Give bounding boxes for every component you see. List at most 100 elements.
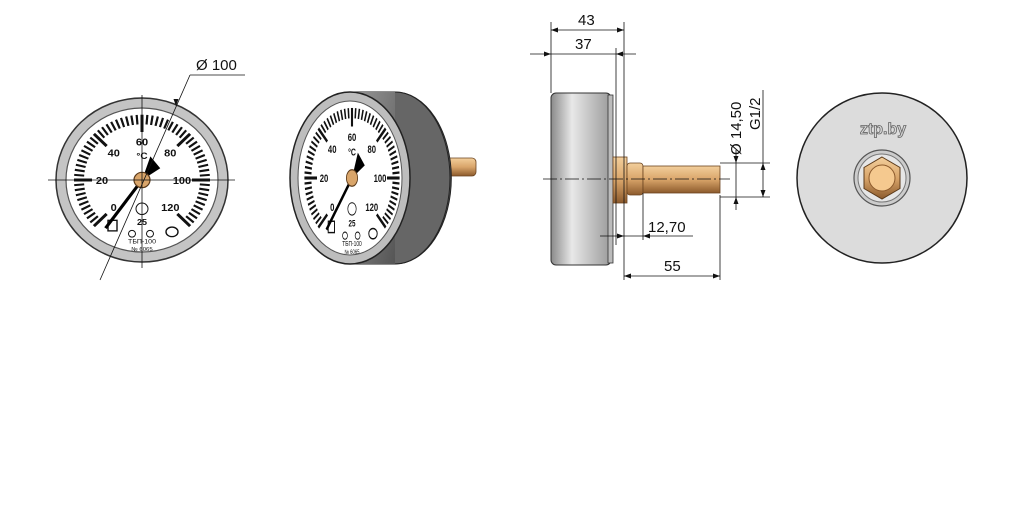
case-depth-label: 37 (575, 36, 592, 53)
minor-tick (309, 204, 317, 211)
accuracy-label: 25 (349, 218, 356, 229)
needle (325, 177, 353, 231)
minor-tick (193, 149, 204, 156)
minor-tick (390, 155, 398, 161)
scale-label: 120 (161, 202, 179, 214)
minor-tick (97, 129, 106, 139)
brand-label: ztp.by (860, 121, 906, 138)
minor-tick (74, 173, 85, 177)
minor-tick (360, 109, 364, 121)
minor-tick (363, 111, 368, 122)
minor-tick (195, 154, 206, 160)
minor-tick (171, 123, 179, 134)
major-tick (317, 213, 328, 229)
minor-tick (391, 165, 400, 170)
minor-tick (333, 112, 338, 124)
mark-icon (368, 227, 378, 240)
minor-tick (329, 115, 335, 126)
major-tick (176, 132, 192, 148)
major-tick (376, 213, 387, 229)
arrowhead (617, 27, 624, 33)
minor-tick (125, 116, 130, 127)
major-tick (317, 127, 328, 143)
scale-label: 0 (330, 202, 334, 215)
scale-label: 0 (111, 202, 117, 214)
arrowhead (173, 99, 179, 106)
minor-tick (386, 140, 393, 148)
minor-tick (119, 117, 126, 128)
minor-tick (75, 163, 86, 169)
certification-icon (347, 202, 357, 216)
minor-tick (320, 124, 327, 134)
minor-tick (105, 123, 113, 134)
minor-tick (315, 215, 322, 225)
minor-tick (76, 158, 88, 164)
minor-tick (188, 140, 198, 149)
side-view: 43 37 55 12,70 Ø 14,50 G1/2 (530, 12, 770, 280)
minor-tick (74, 187, 85, 192)
minor-tick (130, 115, 135, 126)
hex-nut (612, 156, 628, 204)
minor-tick (306, 195, 314, 201)
thread-length-label: 12,70 (648, 219, 686, 236)
mark-icon (128, 229, 136, 238)
scale-label: 100 (173, 175, 191, 187)
minor-tick (154, 116, 159, 127)
minor-tick (389, 199, 397, 206)
arrowhead (544, 51, 551, 57)
minor-tick (175, 126, 183, 136)
minor-tick (382, 215, 389, 225)
needle (104, 179, 144, 230)
arrowhead (624, 273, 631, 279)
minor-tick (326, 117, 332, 128)
unit-label: °C (348, 146, 356, 158)
back-view: ztp.by (796, 92, 968, 264)
minor-tick (149, 115, 154, 126)
scale-label: 20 (96, 175, 108, 187)
major-tick (92, 212, 108, 228)
scale-label: 40 (108, 148, 120, 160)
minor-tick (343, 108, 347, 120)
arrowhead (617, 233, 624, 239)
minor-tick (309, 145, 317, 152)
arrowhead (760, 190, 766, 197)
minor-tick (305, 190, 313, 196)
diameter-label: Ø 100 (196, 57, 237, 74)
stem-end (868, 164, 896, 192)
arrowhead (643, 233, 650, 239)
minor-tick (198, 163, 209, 169)
minor-tick (304, 181, 312, 185)
minor-tick (313, 212, 320, 221)
minor-tick (193, 204, 204, 211)
minor-tick (75, 191, 86, 197)
minor-tick (145, 114, 149, 125)
arrowhead (733, 197, 739, 204)
minor-tick (391, 160, 399, 166)
minor-tick (110, 121, 117, 131)
minor-tick (386, 208, 393, 216)
minor-tick (196, 158, 208, 164)
minor-tick (304, 171, 312, 175)
minor-tick (199, 173, 210, 177)
model-label: ТБП-100 (342, 240, 362, 248)
minor-tick (196, 196, 208, 202)
minor-tick (185, 136, 195, 145)
minor-tick (384, 212, 391, 221)
overall-depth-label: 43 (578, 12, 595, 29)
minor-tick (387, 145, 395, 152)
diameter-leader (99, 74, 191, 281)
minor-tick (311, 208, 318, 216)
major-tick (376, 127, 387, 143)
minor-tick (76, 196, 88, 202)
minor-tick (347, 108, 350, 119)
major-tick (176, 212, 192, 228)
arrowhead (616, 51, 623, 57)
minor-tick (391, 190, 399, 196)
minor-tick (167, 121, 174, 131)
mark-icon (146, 229, 154, 238)
scale-label: 40 (328, 144, 337, 157)
minor-tick (307, 150, 315, 157)
minor-tick (304, 186, 313, 191)
minor-tick (78, 200, 89, 206)
